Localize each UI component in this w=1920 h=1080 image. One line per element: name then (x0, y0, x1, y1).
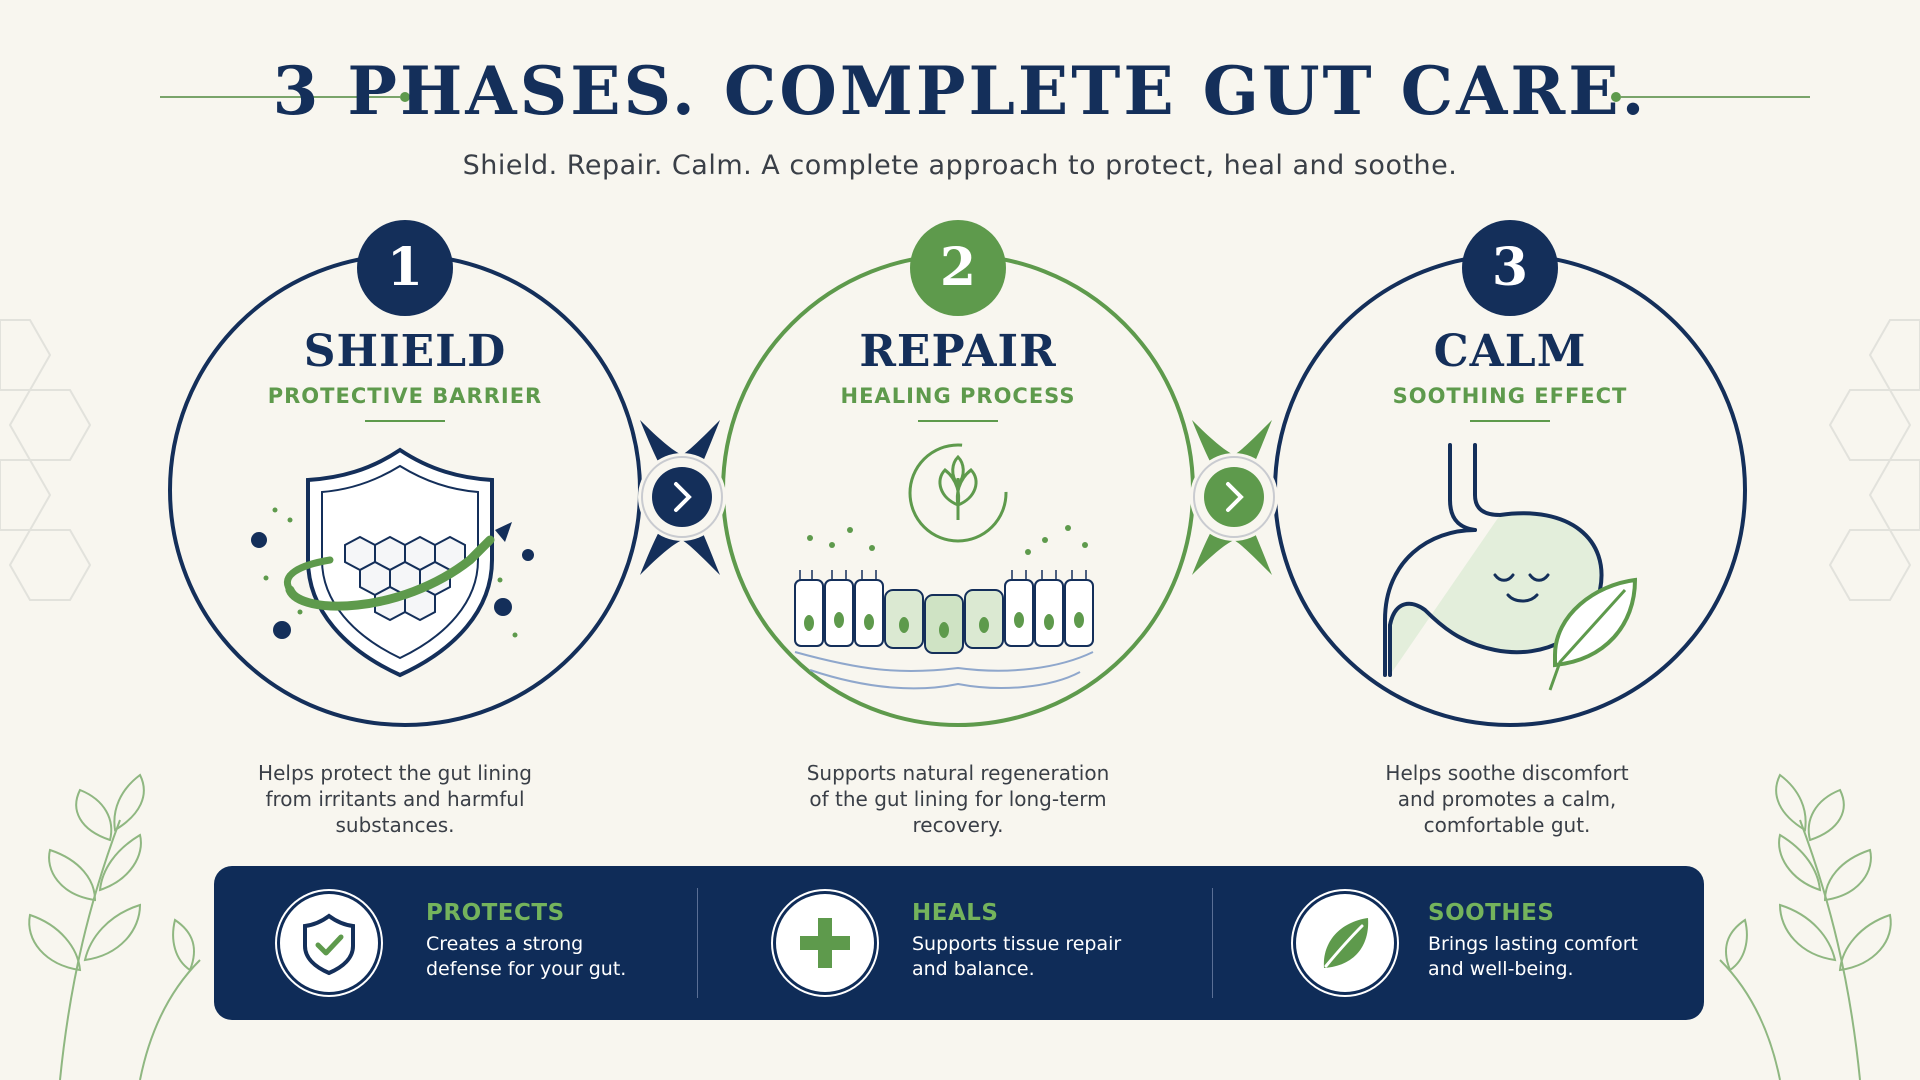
phase-badge-2 (910, 220, 1006, 316)
phase-number-2: 2 (939, 237, 977, 298)
phase-title-1: SHIELD (303, 326, 507, 377)
phase-badge-3 (1462, 220, 1558, 316)
benefit-text: Supports tissue repair and balance. (912, 932, 1152, 982)
phase-subtitle-1: PROTECTIVE BARRIER (267, 384, 543, 408)
next-arrow-2[interactable] (1190, 453, 1278, 541)
benefits-bar: PROTECTS Creates a strong defense for yo… (214, 866, 1704, 1020)
hex-pattern-left (0, 319, 92, 601)
title-ornament-left (160, 92, 410, 102)
plus-icon (776, 894, 874, 992)
shield-honeycomb-icon (251, 447, 534, 678)
phase-description-line: comfortable gut. (1423, 813, 1591, 837)
phase-description-line: substances. (335, 813, 455, 837)
phase-badge-1 (357, 220, 453, 316)
benefit-title: PROTECTS (426, 900, 565, 926)
gut-lining-cells-icon (794, 443, 1094, 690)
happy-stomach-icon (1383, 443, 1638, 691)
page-subtitle: Shield. Repair. Calm. A complete approac… (462, 150, 1458, 181)
phase-subtitle-3: SOOTHING EFFECT (1392, 384, 1628, 408)
shield-check-icon (280, 894, 378, 992)
benefit-title: SOOTHES (1428, 900, 1555, 926)
phase-description-line: from irritants and harmful (265, 787, 525, 811)
leaf-icon (1296, 894, 1394, 992)
phase-description-line: Helps protect the gut lining (258, 761, 532, 785)
benefit-text-line: Brings lasting comfort (1428, 933, 1639, 955)
benefit-text-line: and balance. (912, 958, 1035, 980)
bar-divider (697, 888, 698, 998)
botanical-right-decor (1719, 773, 1892, 1080)
phase-subtitle-2: HEALING PROCESS (840, 384, 1076, 408)
phase-description-1: Helps protect the gut lining from irrita… (215, 760, 575, 838)
benefit-text-line: Creates a strong (426, 933, 584, 955)
benefit-text: Creates a strong defense for your gut. (426, 932, 666, 982)
phase-title-2: REPAIR (859, 326, 1057, 377)
phase-number-1: 1 (386, 237, 424, 298)
benefit-text-line: defense for your gut. (426, 958, 627, 980)
phase-description-line: of the gut lining for long-term (809, 787, 1107, 811)
next-arrow-1[interactable] (638, 453, 726, 541)
title-ornament-right (1611, 92, 1810, 102)
phase-description-line: Supports natural regeneration (806, 761, 1110, 785)
phase-description-line: Helps soothe discomfort (1385, 761, 1629, 785)
botanical-left-decor (28, 773, 201, 1080)
phase-description-2: Supports natural regeneration of the gut… (778, 760, 1138, 838)
phase-description-line: recovery. (912, 813, 1004, 837)
bar-divider (1212, 888, 1213, 998)
page-title: 3 PHASES. COMPLETE GUT CARE. (272, 52, 1648, 130)
phase-description-3: Helps soothe discomfort and promotes a c… (1327, 760, 1687, 838)
benefit-title: HEALS (912, 900, 999, 926)
benefit-text-line: and well-being. (1428, 958, 1574, 980)
phase-number-3: 3 (1491, 237, 1529, 298)
benefit-text-line: Supports tissue repair (912, 933, 1122, 955)
hex-pattern-right (1828, 319, 1920, 601)
phase-description-line: and promotes a calm, (1397, 787, 1617, 811)
phase-title-3: CALM (1433, 326, 1587, 377)
benefit-text: Brings lasting comfort and well-being. (1428, 932, 1668, 982)
